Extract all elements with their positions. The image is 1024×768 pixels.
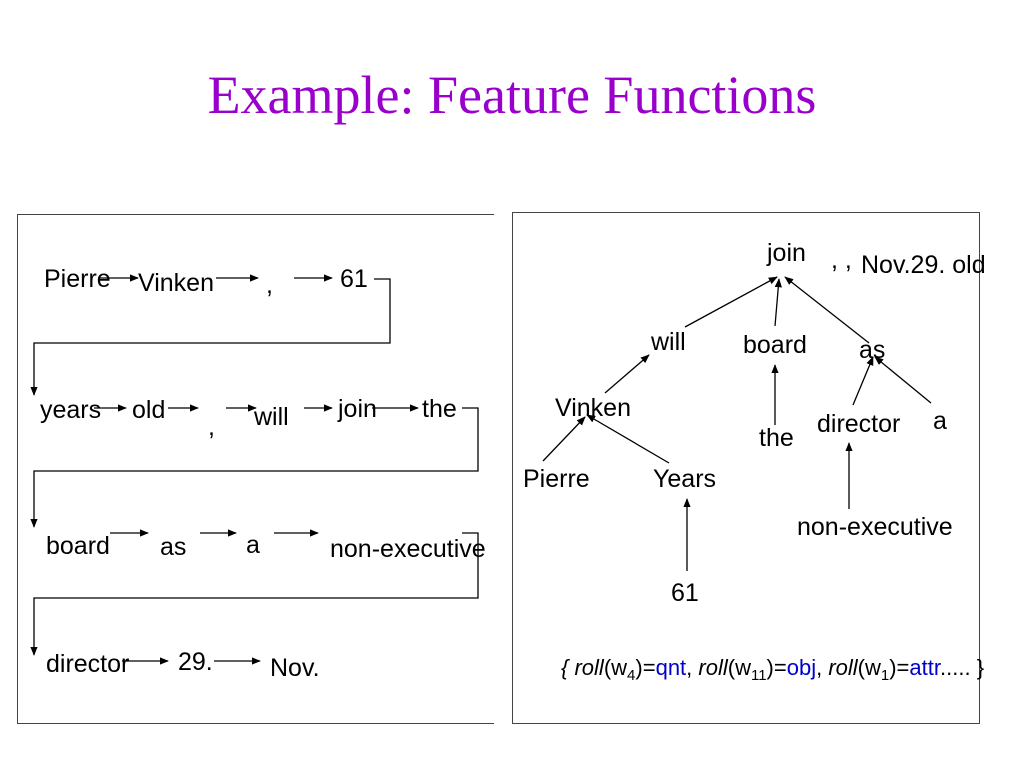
seq-word: Pierre <box>44 265 111 293</box>
seq-word: board <box>46 532 110 560</box>
tree-edge <box>604 354 650 394</box>
feature-formula: { roll(w4)=qnt, roll(w11)=obj, roll(w1)=… <box>561 655 984 684</box>
tree-edge <box>684 276 778 328</box>
tree-node: as <box>859 336 885 364</box>
seq-word: Vinken <box>138 269 214 297</box>
tree-node: Vinken <box>555 394 631 422</box>
tree-node: 61 <box>671 579 699 607</box>
seq-word: non-executive <box>330 535 486 563</box>
sequence-panel: Pierre Vinken , 61 years old , will join… <box>17 214 494 724</box>
tree-node: the <box>759 424 794 452</box>
tree-edge <box>852 356 874 406</box>
seq-word: join <box>337 395 377 423</box>
seq-word: will <box>253 403 289 431</box>
slide-title: Example: Feature Functions <box>207 65 817 125</box>
seq-word: , <box>266 271 273 299</box>
seq-word: old <box>132 396 165 424</box>
tree-edge <box>874 356 932 404</box>
tree-node: join <box>766 239 806 267</box>
seq-word: director <box>46 650 129 678</box>
seq-connector <box>30 407 479 528</box>
tree-extra: Nov.29. old <box>861 251 986 279</box>
tree-node: board <box>743 331 807 359</box>
tree-edge <box>586 414 670 464</box>
tree-node: will <box>650 328 686 356</box>
tree-node: director <box>817 410 900 438</box>
tree-extra: , , <box>831 246 852 274</box>
tree-edge <box>542 416 586 462</box>
seq-word: Nov. <box>270 654 320 682</box>
seq-word: 29. <box>178 648 213 676</box>
tree-node: a <box>933 407 947 435</box>
tree-node: non-executive <box>797 513 953 541</box>
seq-word: , <box>208 413 215 441</box>
sequence-diagram: Pierre Vinken , 61 years old , will join… <box>30 265 486 682</box>
tree-edge <box>774 278 782 327</box>
seq-word: years <box>40 396 101 424</box>
seq-connector <box>30 278 391 396</box>
tree-panel: join , , Nov.29. old will board as Vinke… <box>512 212 986 724</box>
seq-connector <box>30 532 479 656</box>
tree-node: Years <box>653 465 716 493</box>
tree-edge <box>784 276 870 344</box>
seq-word: the <box>422 395 457 423</box>
seq-word: 61 <box>340 265 368 293</box>
tree-node: Pierre <box>523 465 590 493</box>
seq-word: a <box>246 531 260 559</box>
dependency-tree: join , , Nov.29. old will board as Vinke… <box>523 239 986 684</box>
seq-word: as <box>160 533 186 561</box>
